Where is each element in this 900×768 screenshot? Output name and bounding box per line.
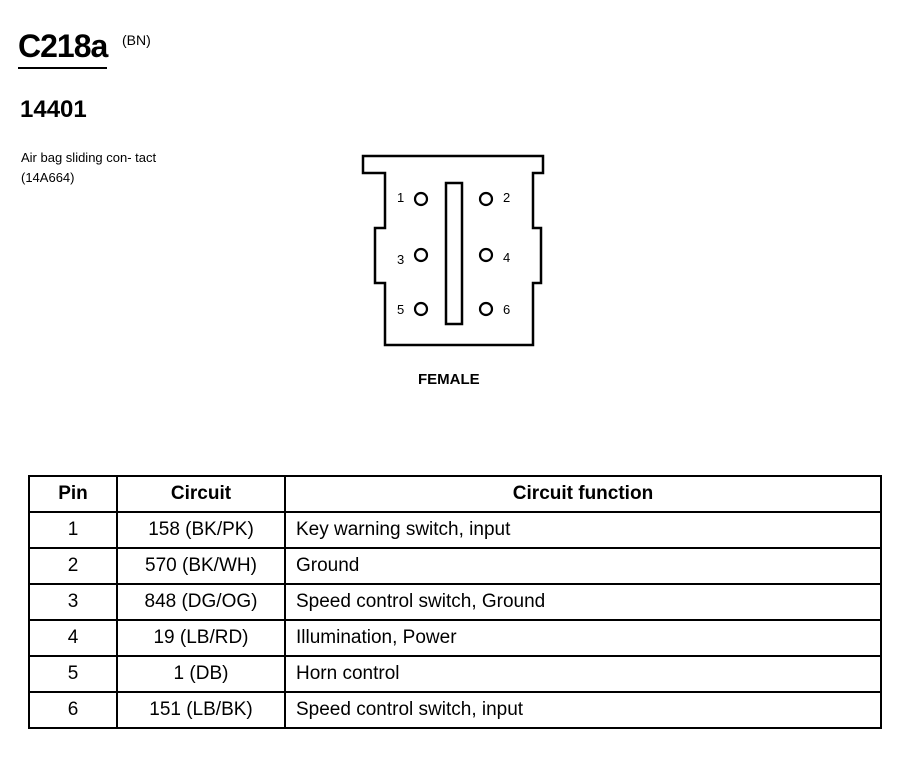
- function-cell: Illumination, Power: [284, 619, 882, 657]
- table-row: 6 151 (LB/BK) Speed control switch, inpu…: [28, 691, 882, 729]
- pin-4-label: 4: [503, 250, 510, 265]
- column-header-pin: Pin: [28, 475, 118, 513]
- color-code: (BN): [122, 32, 151, 48]
- part-number: 14401: [20, 96, 87, 123]
- connector-face-diagram: 1 2 3 4 5 6: [361, 154, 545, 347]
- pin-2-label: 2: [503, 190, 510, 205]
- pin-1-socket: [413, 191, 429, 207]
- pin-5-socket: [413, 301, 429, 317]
- circuit-cell: 19 (LB/RD): [116, 619, 286, 657]
- pin-6-socket: [478, 301, 494, 317]
- pinout-table: Pin Circuit Circuit function 1 158 (BK/P…: [28, 475, 882, 729]
- table-row: 1 158 (BK/PK) Key warning switch, input: [28, 511, 882, 549]
- connector-title-block: C218a (BN): [18, 28, 151, 69]
- table-row: 4 19 (LB/RD) Illumination, Power: [28, 619, 882, 657]
- function-cell: Horn control: [284, 655, 882, 693]
- pin-3-label: 3: [397, 252, 404, 267]
- table-row: 3 848 (DG/OG) Speed control switch, Grou…: [28, 583, 882, 621]
- pin-5-label: 5: [397, 302, 404, 317]
- function-cell: Speed control switch, input: [284, 691, 882, 729]
- function-cell: Speed control switch, Ground: [284, 583, 882, 621]
- table-header-row: Pin Circuit Circuit function: [28, 475, 882, 513]
- column-header-circuit-function: Circuit function: [284, 475, 882, 513]
- function-cell: Key warning switch, input: [284, 511, 882, 549]
- pin-cell: 6: [28, 691, 118, 729]
- circuit-cell: 158 (BK/PK): [116, 511, 286, 549]
- center-key-slot: [444, 181, 464, 326]
- pin-1-label: 1: [397, 190, 404, 205]
- pin-cell: 2: [28, 547, 118, 585]
- table-row: 2 570 (BK/WH) Ground: [28, 547, 882, 585]
- pin-cell: 4: [28, 619, 118, 657]
- function-cell: Ground: [284, 547, 882, 585]
- pin-6-label: 6: [503, 302, 510, 317]
- circuit-cell: 570 (BK/WH): [116, 547, 286, 585]
- pin-cell: 1: [28, 511, 118, 549]
- connector-id: C218a: [18, 28, 108, 69]
- circuit-cell: 848 (DG/OG): [116, 583, 286, 621]
- pin-3-socket: [413, 247, 429, 263]
- connector-gender-label: FEMALE: [418, 371, 480, 388]
- pin-2-socket: [478, 191, 494, 207]
- component-description: Air bag sliding con- tact (14A664): [21, 150, 157, 185]
- pin-cell: 3: [28, 583, 118, 621]
- column-header-circuit: Circuit: [116, 475, 286, 513]
- table-row: 5 1 (DB) Horn control: [28, 655, 882, 693]
- circuit-cell: 151 (LB/BK): [116, 691, 286, 729]
- circuit-cell: 1 (DB): [116, 655, 286, 693]
- pin-cell: 5: [28, 655, 118, 693]
- pin-4-socket: [478, 247, 494, 263]
